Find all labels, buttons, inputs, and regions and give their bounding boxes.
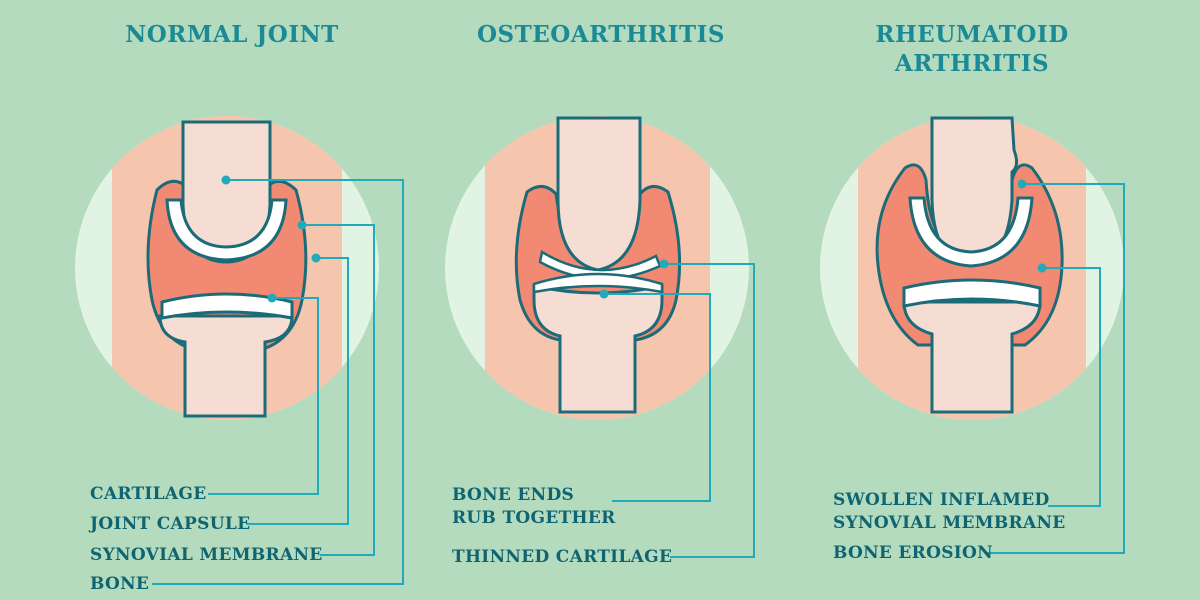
rheumatoid-arthritis-title: RHEUMATOID ARTHRITIS bbox=[875, 21, 1069, 77]
label-thinned-cartilage: THINNED CARTILAGE bbox=[452, 547, 673, 567]
label-bone: BONE bbox=[90, 574, 150, 594]
leader-line-cartilage bbox=[208, 297, 319, 495]
rheumatoid-lower-bone bbox=[902, 300, 1042, 414]
leader-dot bbox=[297, 220, 307, 230]
normal-joint-lower-bone bbox=[158, 314, 294, 418]
normal-joint-illustration bbox=[75, 116, 379, 420]
leader-dot bbox=[1037, 263, 1047, 273]
normal-joint-title: NORMAL JOINT bbox=[125, 21, 339, 48]
leader-dot bbox=[221, 175, 231, 185]
leader-line-bone-erosion bbox=[986, 183, 1125, 554]
leader-line-joint-capsule bbox=[247, 257, 349, 525]
rheumatoid-lower-cartilage bbox=[902, 278, 1042, 308]
label-synovial-membrane: SYNOVIAL MEMBRANE bbox=[90, 545, 323, 565]
leader-line-bone-ends bbox=[604, 293, 711, 502]
leader-line-bone bbox=[152, 179, 404, 585]
rheumatoid-arthritis-illustration bbox=[820, 116, 1124, 420]
osteoarthritis-thinned-lower-cartilage bbox=[532, 272, 664, 294]
leader-dot bbox=[659, 259, 669, 269]
label-cartilage: CARTILAGE bbox=[90, 484, 207, 504]
leader-lines bbox=[152, 179, 1125, 585]
leader-line-synovial-membrane bbox=[302, 224, 375, 556]
leader-dot bbox=[1017, 179, 1027, 189]
label-swollen-inflamed-synovial-membrane: SWOLLEN INFLAMED SYNOVIAL MEMBRANE bbox=[833, 490, 1066, 533]
normal-joint-upper-cartilage bbox=[165, 198, 288, 262]
leader-dot bbox=[599, 289, 609, 299]
leader-dots bbox=[221, 175, 1047, 303]
label-bone-ends-rub-together: BONE ENDS RUB TOGETHER bbox=[452, 485, 616, 528]
label-joint-capsule: JOINT CAPSULE bbox=[90, 514, 251, 534]
osteoarthritis-lower-bone bbox=[532, 284, 664, 414]
osteoarthritis-title: OSTEOARTHRITIS bbox=[476, 21, 726, 48]
normal-joint-lower-cartilage bbox=[160, 292, 294, 320]
label-bone-erosion: BONE EROSION bbox=[833, 543, 993, 563]
leader-dot bbox=[267, 293, 277, 303]
osteoarthritis-illustration bbox=[445, 116, 749, 420]
leader-line-thinned-cartilage bbox=[664, 263, 755, 558]
osteoarthritis-upper-bone bbox=[556, 116, 642, 272]
leader-dot bbox=[311, 253, 321, 263]
leader-line-swollen-synovial bbox=[1042, 267, 1101, 507]
rheumatoid-upper-cartilage bbox=[908, 196, 1034, 268]
